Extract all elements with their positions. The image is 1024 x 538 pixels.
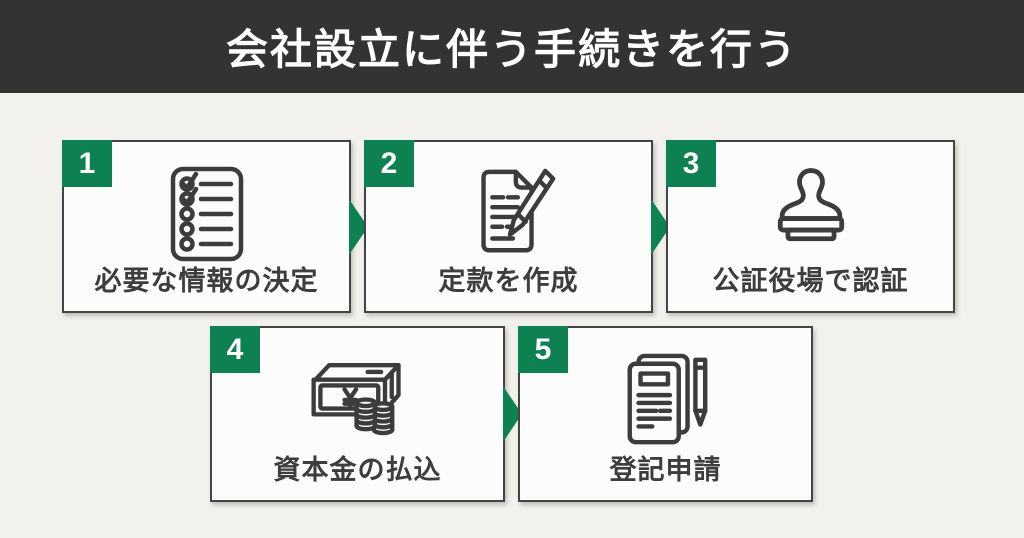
step-card-3: 3 公証役場で認証 — [666, 140, 955, 313]
step-number-badge: 1 — [62, 140, 112, 187]
stamp-icon — [668, 166, 953, 250]
page-title: 会社設立に伴う手続きを行う — [225, 26, 798, 73]
step-label: 登記申請 — [609, 455, 722, 485]
money-yen-coins-icon — [212, 352, 503, 442]
header-banner: 会社設立に伴う手続きを行う — [0, 0, 1024, 93]
step-card-5: 5 登記申請 — [518, 326, 813, 502]
step-label: 公証役場で認証 — [712, 266, 909, 296]
arrow-right-icon — [651, 199, 670, 255]
step-label: 資本金の払込 — [273, 455, 442, 485]
step-number-badge: 2 — [364, 140, 414, 187]
step-label: 定款を作成 — [438, 266, 579, 296]
arrow-right-icon — [503, 386, 522, 442]
document-pen-icon — [366, 166, 651, 262]
step-card-1: 1 必要な情報の決定 — [62, 140, 351, 313]
step-card-4: 4 — [210, 326, 505, 502]
step-number-badge: 4 — [210, 326, 260, 373]
step-number-badge: 3 — [666, 140, 716, 187]
arrow-right-icon — [349, 199, 368, 255]
step-card-2: 2 定款を作成 — [364, 140, 653, 313]
step-number-badge: 5 — [518, 326, 568, 373]
step-label: 必要な情報の決定 — [94, 266, 319, 296]
checklist-icon — [64, 166, 349, 262]
documents-pencil-icon — [520, 352, 811, 450]
